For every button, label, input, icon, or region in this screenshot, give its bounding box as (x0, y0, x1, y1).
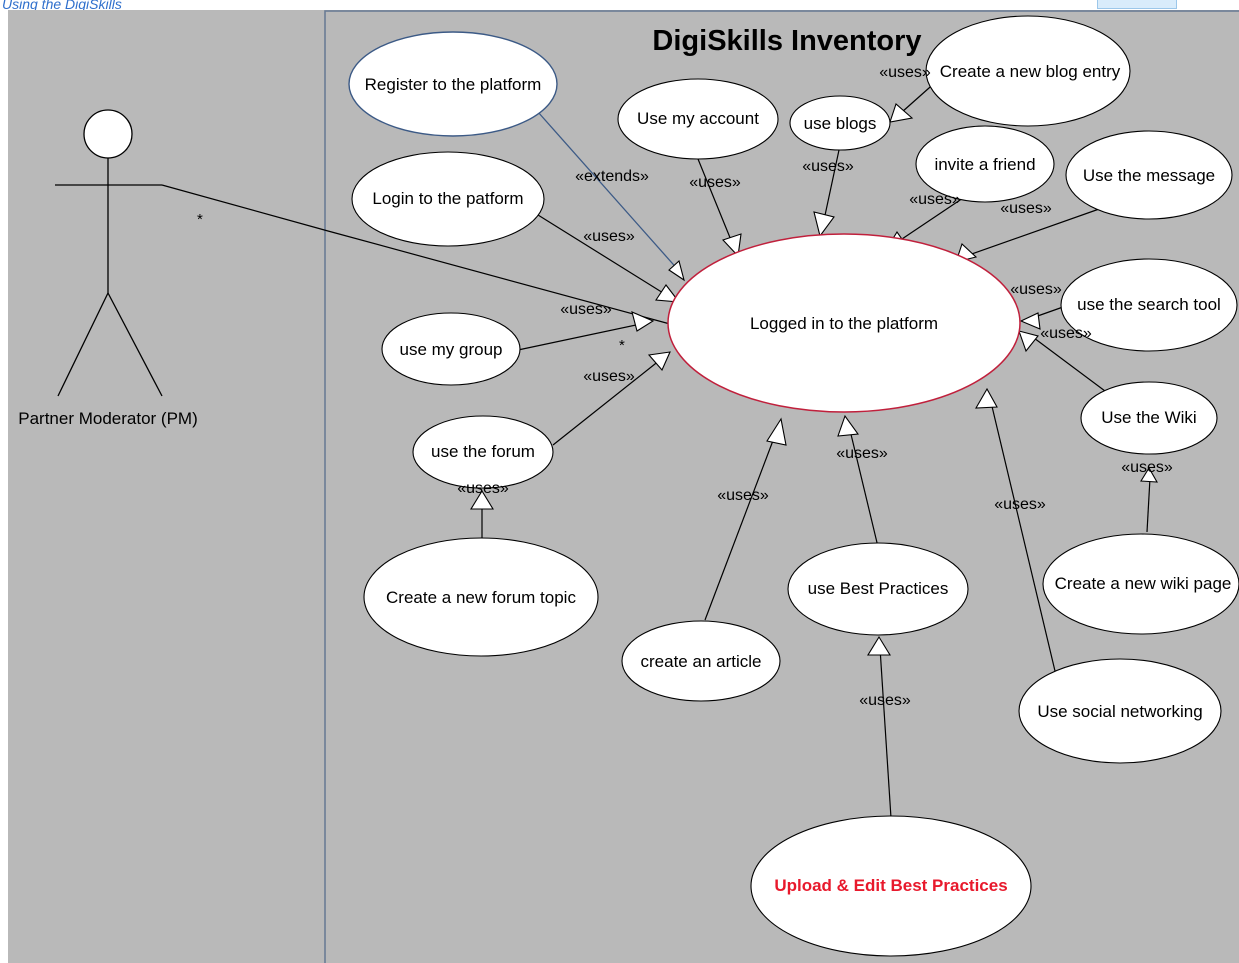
use-case-wiki[interactable] (1080, 381, 1218, 455)
use-case-best-practices-label: use Best Practices (808, 579, 949, 598)
edge-upload (879, 647, 892, 819)
use-case-invite[interactable] (915, 125, 1055, 203)
edge-wiki (1029, 334, 1106, 392)
relation-label-extends: «extends» (575, 168, 649, 185)
arrowhead-login (655, 284, 681, 303)
use-case-article-label: create an article (641, 652, 762, 671)
use-case-account-label: Use my account (637, 109, 759, 128)
arrowhead-wiki (1018, 330, 1039, 353)
use-case-login-label: Login to the patform (372, 189, 523, 208)
arrowhead-forum (647, 351, 671, 372)
relation-label-blogs: «uses» (802, 158, 854, 175)
use-case-blogs[interactable] (789, 95, 891, 151)
use-case-register[interactable] (348, 31, 558, 137)
relation-label-upload: «uses» (859, 692, 911, 709)
relation-label-article: «uses» (717, 487, 769, 504)
use-case-best-practices[interactable] (787, 542, 969, 636)
use-case-blogs-label: use blogs (804, 114, 877, 133)
use-case-account[interactable] (617, 78, 779, 160)
use-case-search[interactable] (1060, 258, 1238, 352)
use-case-register-label: Register to the platform (365, 75, 542, 94)
actor-multiplicity: * (197, 211, 203, 228)
edge-social (989, 397, 1056, 672)
edge-invite (895, 191, 973, 244)
use-case-new-forum-topic-label: Create a new forum topic (386, 588, 576, 607)
page-title: Using the DigiSkills (2, 0, 122, 12)
use-case-new-wiki-page[interactable] (1042, 533, 1239, 635)
actor-association-line (161, 184, 671, 325)
relation-label-best-practices: «uses» (836, 445, 888, 462)
relation-label-message: «uses» (1000, 200, 1052, 217)
arrowhead-wiki-page (1140, 466, 1158, 483)
edge-group (517, 321, 651, 351)
actor-left-leg (57, 292, 109, 397)
edge-forum (552, 359, 661, 446)
edge-message (965, 207, 1103, 257)
arrowhead-blogs (813, 211, 835, 238)
edge-blogs (823, 149, 840, 221)
arrowhead-article (766, 417, 787, 446)
edge-login (529, 209, 669, 297)
use-case-forum-label: use the forum (431, 442, 535, 461)
actor-head (83, 109, 133, 159)
corner-tab[interactable] (1097, 0, 1177, 9)
arrowhead-new-blog (889, 103, 914, 123)
relation-label-forum-topic: «uses» (457, 480, 509, 497)
use-case-upload-label: Upload & Edit Best Practices (774, 876, 1007, 895)
use-case-new-wiki-page-label: Create a new wiki page (1055, 574, 1232, 593)
relation-label-new-blog: «uses» (879, 64, 931, 81)
use-case-forum[interactable] (412, 415, 554, 489)
relation-label-account: «uses» (689, 174, 741, 191)
use-case-new-forum-topic[interactable] (363, 537, 599, 657)
relation-label-wiki-page: «uses» (1121, 459, 1173, 476)
arrowhead-group (631, 311, 655, 332)
system-title: DigiSkills Inventory (652, 25, 921, 57)
relation-label-login: «uses» (583, 228, 635, 245)
edge-article (704, 429, 778, 621)
relation-label-social: «uses» (994, 496, 1046, 513)
use-case-message-label: Use the message (1083, 166, 1215, 185)
arrowhead-search (1019, 312, 1041, 330)
arrowhead-best-practices (837, 414, 860, 437)
edge-account (697, 158, 734, 246)
edge-wiki-page (1146, 477, 1151, 533)
actor-partner-moderator[interactable] (55, 109, 163, 397)
use-case-new-blog-label: Create a new blog entry (940, 62, 1121, 81)
relation-label-invite: «uses» (909, 191, 961, 208)
actor-right-leg (107, 292, 163, 397)
use-case-logged-in-label: Logged in to the platform (750, 314, 938, 333)
actor-label: Partner Moderator (PM) (18, 409, 198, 428)
relation-label-search: «uses» (1010, 281, 1062, 298)
edge-register-extends (537, 111, 681, 273)
use-case-message[interactable] (1065, 130, 1233, 220)
arrowhead-social (975, 387, 998, 409)
arrowhead-upload (867, 635, 891, 656)
use-case-upload[interactable] (750, 815, 1032, 957)
edge-best-practices (848, 425, 880, 552)
central-multiplicity: * (619, 337, 625, 354)
use-case-search-label: use the search tool (1077, 295, 1221, 314)
system-boundary (324, 10, 1239, 963)
use-case-group[interactable] (381, 312, 521, 386)
relation-label-forum: «uses» (583, 368, 635, 385)
use-case-social-label: Use social networking (1037, 702, 1202, 721)
use-case-new-blog[interactable] (925, 15, 1131, 127)
relation-label-wiki: «uses» (1040, 325, 1092, 342)
relation-label-group: «uses» (560, 301, 612, 318)
use-case-invite-label: invite a friend (934, 155, 1035, 174)
use-case-login[interactable] (351, 151, 545, 247)
arrowhead-register (668, 259, 685, 282)
arrowhead-account (722, 233, 742, 258)
use-case-logged-in[interactable] (667, 233, 1021, 413)
use-case-wiki-label: Use the Wiki (1101, 408, 1196, 427)
use-case-social[interactable] (1018, 658, 1222, 764)
use-case-group-label: use my group (400, 340, 503, 359)
use-case-article[interactable] (621, 620, 781, 702)
arrowhead-forum-topic (470, 489, 494, 510)
